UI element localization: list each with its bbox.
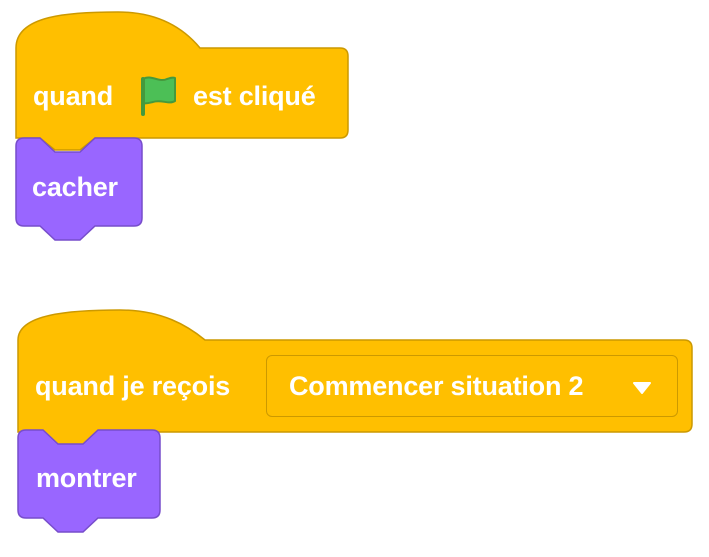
- script-when-flag-clicked: quand est cliqué cacher: [0, 0, 709, 260]
- when-i-receive-block[interactable]: quand je reçois Commencer situation 2: [0, 300, 709, 450]
- when-flag-clicked-block[interactable]: quand est cliqué: [0, 0, 360, 151]
- script-when-i-receive: quand je reçois Commencer situation 2 mo…: [0, 300, 709, 557]
- chevron-down-icon: [633, 382, 651, 394]
- hat-text-quand: quand: [33, 81, 113, 111]
- looks-block-shape: [15, 137, 143, 241]
- show-block-label: montrer: [36, 463, 137, 493]
- show-block[interactable]: montrer: [0, 422, 180, 547]
- green-flag-icon: [141, 76, 176, 116]
- hat-block-shape: [15, 11, 349, 151]
- broadcast-message-value: Commencer situation 2: [289, 371, 584, 401]
- hat-text-est-clique: est cliqué: [193, 81, 316, 111]
- looks-block-shape: [17, 429, 161, 533]
- hide-block-label: cacher: [32, 172, 118, 202]
- when-i-receive-label: quand je reçois: [35, 371, 231, 401]
- hide-block[interactable]: cacher: [0, 130, 160, 250]
- broadcast-message-dropdown[interactable]: Commencer situation 2: [266, 355, 678, 417]
